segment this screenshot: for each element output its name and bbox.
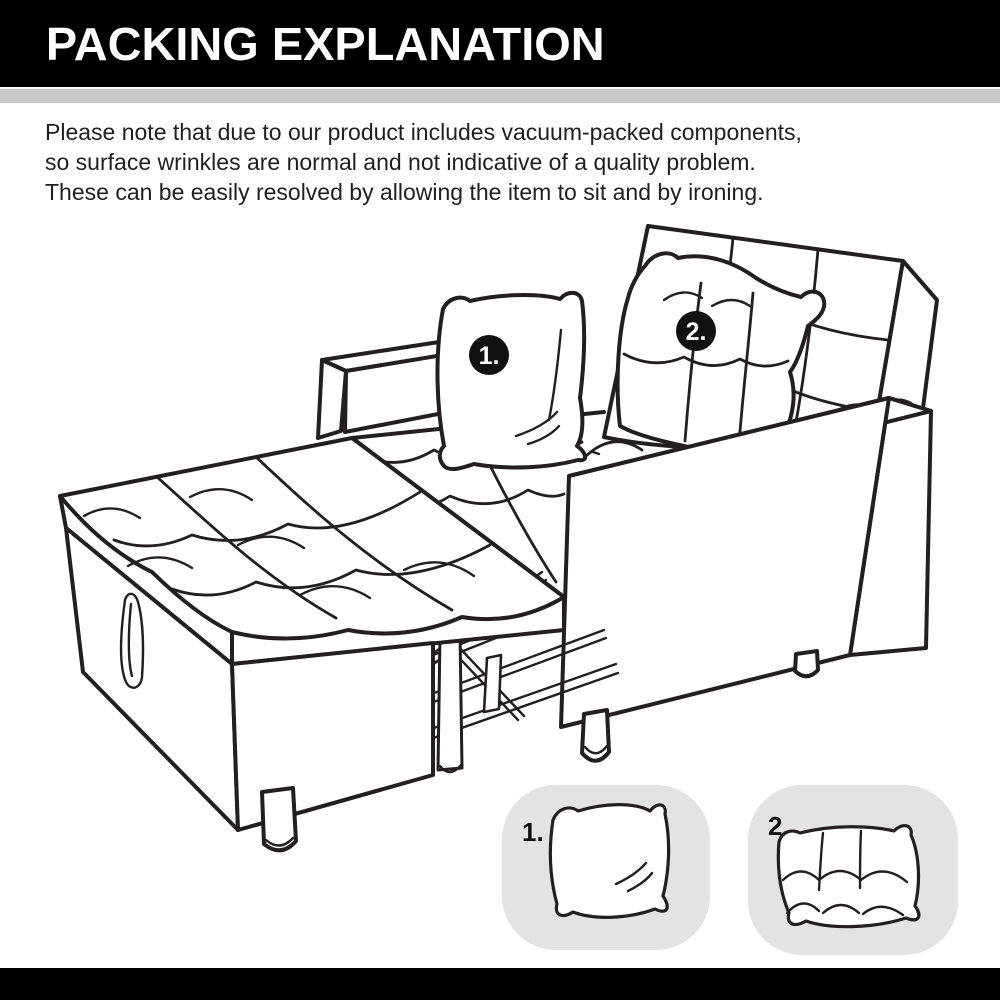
header-bar: PACKING EXPLANATION: [0, 0, 1000, 87]
page-title: PACKING EXPLANATION: [45, 17, 605, 70]
right-armrest-chair: [559, 396, 933, 763]
footer-bar: [0, 968, 1000, 1000]
notice-line-1: Please note that due to our product incl…: [45, 119, 802, 145]
header-underline-strip: [0, 89, 1000, 103]
packing-notice-text: Please note that due to our product incl…: [45, 117, 945, 207]
notice-line-3: These can be easily resolved by allowing…: [45, 179, 764, 205]
ottoman-front-leg: [260, 786, 298, 853]
chair-rear-leg: [793, 649, 820, 679]
legend-box-1: 1.: [502, 785, 710, 950]
badge-1-circle: [469, 335, 509, 375]
pillow-1: [435, 290, 587, 472]
chair-front-leg: [580, 708, 611, 763]
pillow-2: [615, 251, 827, 452]
badge-2-circle: [676, 311, 716, 351]
frame-support-leg: [436, 629, 464, 774]
badge-1-label: 1.: [479, 342, 500, 370]
pillow-1-badge: 1.: [469, 335, 509, 375]
pull-handle-loop: [119, 592, 145, 689]
plain-pillow-icon: [548, 803, 671, 919]
notice-line-2: so surface wrinkles are normal and not i…: [45, 149, 756, 175]
tufted-pillow-icon: [776, 824, 921, 929]
legend-label-1: 1.: [522, 817, 544, 847]
pillow-2-badge: 2.: [676, 311, 716, 351]
legend-box-2: 2.: [748, 785, 958, 955]
legend: 1. 2.: [502, 785, 958, 955]
badge-2-label: 2.: [686, 318, 707, 346]
ottoman-section: [58, 436, 566, 853]
